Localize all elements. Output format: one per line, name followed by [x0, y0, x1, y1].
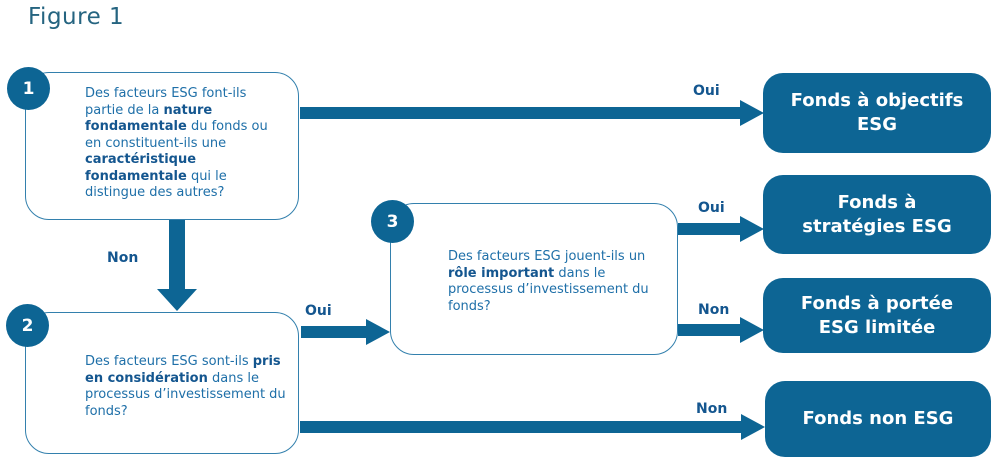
arrow-q1-yes-to-objectifs	[300, 100, 764, 126]
question-2-number-badge: 2	[6, 304, 49, 347]
arrow-shaft	[301, 326, 366, 338]
question-3-segment: Des facteurs ESG jouent-ils un	[448, 249, 646, 264]
arrow-q2-no-to-non-esg	[300, 414, 765, 440]
arrow-head-icon	[157, 289, 197, 311]
arrow-shaft	[169, 220, 185, 289]
edge-label-q1-yes: Oui	[693, 83, 720, 99]
question-3-segment: dans le processus d’investissement du fo…	[448, 265, 649, 314]
question-1-number: 1	[22, 78, 35, 99]
arrow-head-icon	[740, 216, 764, 242]
arrow-shaft	[678, 223, 740, 235]
question-3-number: 3	[386, 211, 399, 232]
arrow-shaft	[300, 107, 740, 119]
arrow-q3-no-to-portee-limitee	[678, 317, 764, 343]
result-box-fonds-portee-esg-limitee: Fonds à portée ESG limitée	[763, 278, 991, 353]
result-label: Fonds non ESG	[802, 408, 954, 429]
question-3-segment-bold: rôle important	[448, 265, 555, 281]
edge-label-q2-no: Non	[696, 401, 728, 417]
arrow-q2-yes-to-q3	[301, 319, 390, 345]
question-2-number: 2	[21, 315, 34, 336]
arrow-q3-yes-to-strategies	[678, 216, 764, 242]
question-box-1	[25, 72, 299, 220]
arrow-shaft	[678, 324, 740, 336]
question-box-3	[390, 203, 678, 355]
question-1-segment: Des facteurs ESG font-ils partie de la	[85, 86, 247, 118]
result-label: Fonds à portée ESG limitée	[800, 292, 954, 338]
question-3-text: Des facteurs ESG jouent-ils un rôle impo…	[448, 249, 666, 315]
question-1-text: Des facteurs ESG font-ils partie de la n…	[85, 86, 287, 202]
question-1-segment-bold: caractéristique fondamentale	[85, 152, 197, 184]
question-2-segment-bold: pris en considération	[85, 354, 281, 386]
question-2-segment: Des facteurs ESG sont-ils	[85, 354, 253, 369]
question-2-text: Des facteurs ESG sont-ils pris en consid…	[85, 354, 291, 420]
edge-label-q1-no: Non	[107, 250, 139, 266]
result-box-fonds-objectifs-esg: Fonds à objectifs ESG	[763, 73, 991, 153]
edge-label-q3-no: Non	[698, 302, 730, 318]
question-1-number-badge: 1	[7, 67, 50, 110]
arrow-q1-no-down-to-q2	[157, 220, 197, 311]
edge-label-q3-yes: Oui	[698, 200, 725, 216]
arrow-head-icon	[740, 100, 764, 126]
question-2-segment: dans le processus d’investissement du fo…	[85, 370, 286, 419]
question-1-segment: qui le distingue des autres?	[85, 168, 227, 201]
question-3-number-badge: 3	[371, 200, 414, 243]
question-1-segment-bold: nature fondamentale	[85, 102, 213, 135]
question-1-segment: du fonds ou en constituent-ils une	[85, 119, 268, 151]
arrow-shaft	[300, 421, 741, 433]
question-box-2	[25, 312, 299, 454]
figure-title: Figure 1	[28, 4, 125, 30]
arrow-head-icon	[366, 319, 390, 345]
result-label: Fonds à objectifs ESG	[790, 90, 964, 135]
arrow-head-icon	[741, 414, 765, 440]
arrow-head-icon	[740, 317, 764, 343]
result-label: Fonds à stratégies ESG	[802, 191, 952, 237]
edge-label-q2-yes: Oui	[305, 303, 332, 319]
result-box-fonds-strategies-esg: Fonds à stratégies ESG	[763, 175, 991, 254]
result-box-fonds-non-esg: Fonds non ESG	[765, 381, 991, 457]
